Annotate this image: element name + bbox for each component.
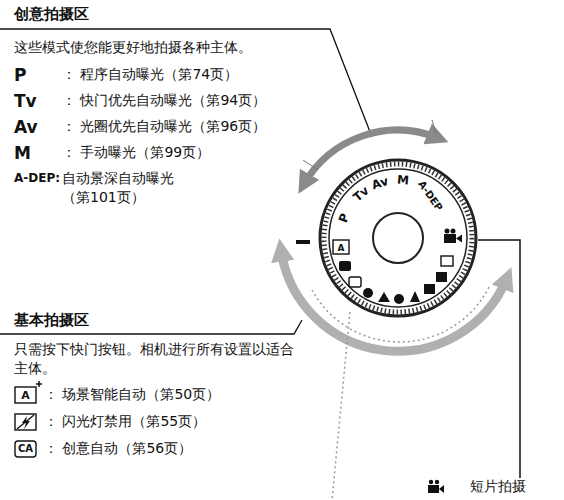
food-icon [424,284,435,294]
flash-bolt [22,416,30,429]
tick [432,120,436,134]
section-heading: 基本拍摄区 [14,310,89,330]
mode-description: ： 程序自动曝光（第74页） [62,65,238,84]
dial-rim [320,160,476,316]
plus-mark [36,381,42,387]
mode-letter: Av [14,116,38,139]
movie-icon [439,485,444,493]
icon-letter: CA [18,444,33,454]
tick [303,160,318,170]
dial-center [373,213,423,263]
icon-letter: A [21,390,30,401]
movie-icon [445,229,450,234]
mode-description: ： 创意自动（第56页） [44,439,192,458]
section-heading: 创意拍摄区 [14,4,89,24]
mode-description: ： 光圈优先自动曝光（第96页） [62,117,266,136]
mode-letter: A-DEP: [14,170,60,186]
dial-face [329,169,467,307]
creative-auto-icon [15,441,36,457]
mode-description: 短片拍摄 [470,477,526,496]
mode-description: ： 闪光灯禁用（第55页） [44,412,206,431]
flash-slash [17,415,34,429]
creative-auto-icon [349,277,361,287]
night-portrait-icon [436,272,447,282]
dial-knurl [324,164,472,312]
leader-line [0,29,372,137]
landscape-icon [378,292,390,302]
closeup-icon [394,294,404,304]
mode-description: ： 场景智能自动（第50页） [44,385,220,404]
leader-line [478,240,520,478]
handheld-night-icon [441,256,453,266]
section-description: 只需按下快门按钮。相机进行所有设置以适合主体。 [14,340,306,378]
movie-icon [429,480,433,484]
mode-description: 自动景深自动曝光 （第101页） [62,169,194,207]
dotted-line [332,312,350,500]
movie-icon [435,480,439,484]
dial-mark: M [397,174,410,187]
movie-icon [451,229,456,234]
mode-letter: M [14,142,31,165]
movie-icon [444,234,456,243]
mode-letter: Tv [14,90,37,113]
movie-icon [428,485,439,493]
section-description: 这些模式使您能更好地拍摄各种主体。 [14,38,252,57]
flash-off-icon [339,261,351,271]
sports-icon [410,291,420,302]
mode-description: ： 快门优先自动曝光（第94页） [62,91,266,110]
portrait-icon [363,288,373,298]
mode-letter: P [14,64,26,87]
scene-auto-icon [333,240,349,254]
index-mark [296,240,310,244]
flash-off-icon [15,414,36,430]
dial-icon-letter: A [338,243,345,252]
movie-icon [456,235,462,243]
mode-description: ： 手动曝光（第99页） [62,143,210,162]
scene-auto-icon [15,387,36,403]
